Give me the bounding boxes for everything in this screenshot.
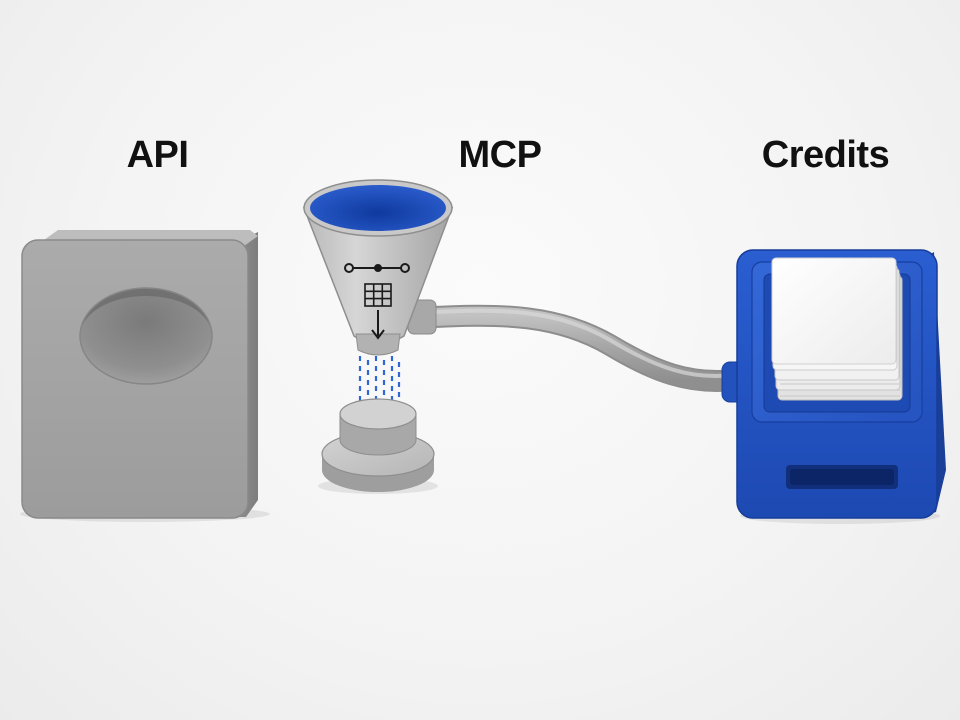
card-stack	[771, 257, 903, 401]
node-graph-icon	[344, 263, 410, 273]
funnel-base	[318, 398, 438, 494]
api-hole	[79, 287, 213, 385]
funnel-interior	[310, 185, 446, 231]
mcp-label: MCP	[458, 134, 542, 176]
arrow-down-icon	[371, 310, 385, 340]
api-block	[20, 230, 270, 522]
credits-dispenser	[721, 249, 946, 524]
api-label: API	[126, 134, 189, 176]
mcp-funnel	[302, 179, 454, 424]
grid-icon	[364, 283, 392, 307]
credits-label: Credits	[761, 134, 890, 176]
connecting-tube	[407, 299, 746, 393]
